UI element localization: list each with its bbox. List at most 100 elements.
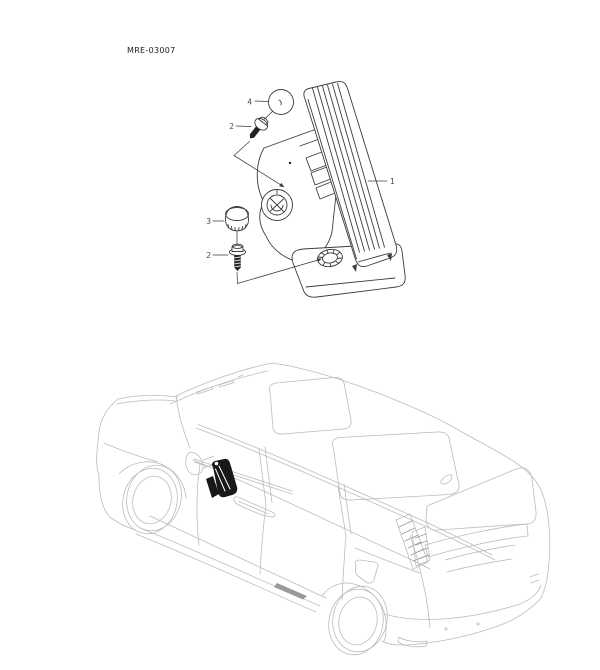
cap-top-face [225,207,249,221]
front-tire-outer [122,467,178,535]
bumper-crease [383,584,542,620]
cap-knurl [227,224,247,232]
rear-arch-back [383,611,387,642]
axis-shank-to-vertex [236,272,238,284]
side-mirror [185,451,204,476]
bolt-upper-part [249,116,269,139]
callout-labels: 4 2 3 2 1 [206,98,395,261]
leader-2-upper [235,125,252,127]
beltline [192,459,431,570]
wiper-blade [218,380,235,388]
marker-rib [218,465,231,490]
marker-bracket [206,476,219,498]
rear-glass [425,467,537,531]
pad-left-rim [307,99,357,260]
bolt-lower-part [229,243,246,271]
bumper-slits [529,573,540,584]
interior-rail-inner [193,461,293,495]
upper-mount-hole [266,194,288,216]
arrowhead-base-hole [316,258,322,263]
windshield-top-edge [175,362,273,397]
sliding-door-rear-seam [341,535,347,601]
windshield-cowl-edge [169,370,269,405]
pad-bottom-rim [357,252,391,263]
door-handle-inner [238,501,269,515]
marker-highlight [214,461,219,466]
interior-rail [193,458,293,492]
exhaust-trim [397,636,428,648]
park-sensor [444,627,448,631]
callout-3: 3 [206,217,211,226]
pedal-pad [303,80,398,268]
bumper-bottom [381,597,542,646]
pad-ribs [312,82,385,253]
vertex-to-boss [233,155,284,187]
wiper-blade [196,386,214,395]
hood-inner-line [116,399,176,405]
axis-bolt-to-vertex [233,141,250,156]
callout-4: 4 [247,98,252,107]
bolt-shank [249,126,261,139]
tail-lamp-left [411,526,431,567]
diagram-code: MRE-03007 [127,46,176,55]
front-rim [132,475,172,525]
rocker-accent [274,583,307,600]
leader-4 [254,100,269,102]
license-recess [446,558,513,573]
stopper-pad-part [268,89,294,115]
a-pillar-line [175,395,191,449]
rocker-bottom [135,533,317,613]
leader-lines [212,100,388,284]
tail-lamp-band [424,523,529,558]
pad-foot-tab [352,264,357,272]
antenna-fin [440,474,453,485]
pedal-location-marker [206,458,238,498]
front-face [96,398,119,519]
cowl-tick [237,374,244,378]
fastener-parts [225,89,294,271]
tail-lamp-hatch [414,533,430,560]
park-sensor [476,622,480,626]
base-mount-hole-inner [322,252,338,264]
pad-foot-tab [387,253,392,261]
vertex-to-base-hole [237,259,319,284]
roof-side-rail-inner [197,424,493,556]
callout-2-upper: 2 [229,122,234,131]
tailgate-left-seam [409,534,431,629]
b-pillar [258,446,273,506]
front-wheel-arch [118,461,187,499]
callout-1: 1 [390,177,395,186]
roof-right-edge [271,362,517,464]
door-handle [233,496,276,518]
accelerator-pedal-assembly-drawing [256,80,406,298]
base-thickness-line [305,277,396,288]
arrowhead-boss [279,182,285,188]
c-pillar [337,483,352,537]
bolt-head-top [231,243,244,249]
cap-part [225,206,249,232]
fuel-door [354,559,379,584]
liftgate-garnish [444,544,516,561]
rear-rim [338,596,378,646]
base-hole-threads [318,249,342,267]
front-fender-line [103,442,159,463]
door-crease [149,515,327,599]
vehicle-outline-drawing [96,362,551,656]
front-tire-outer2 [126,464,182,532]
d-pillar [395,513,429,570]
rear-tire-outer [328,588,384,656]
callout-2-lower: 2 [206,251,211,260]
stopper-detail [278,99,282,106]
thread-lines [234,256,241,268]
marker-rib [215,468,226,492]
rear-sunroof [332,431,460,501]
roof-side-rail [195,427,496,561]
axis-4-to-bolt [263,110,274,120]
hood-edge [117,394,179,400]
quarter-track-line [354,547,421,574]
bracket-rivet [288,161,292,165]
tailgate-right-edge [515,462,551,599]
front-sunroof [268,377,352,435]
